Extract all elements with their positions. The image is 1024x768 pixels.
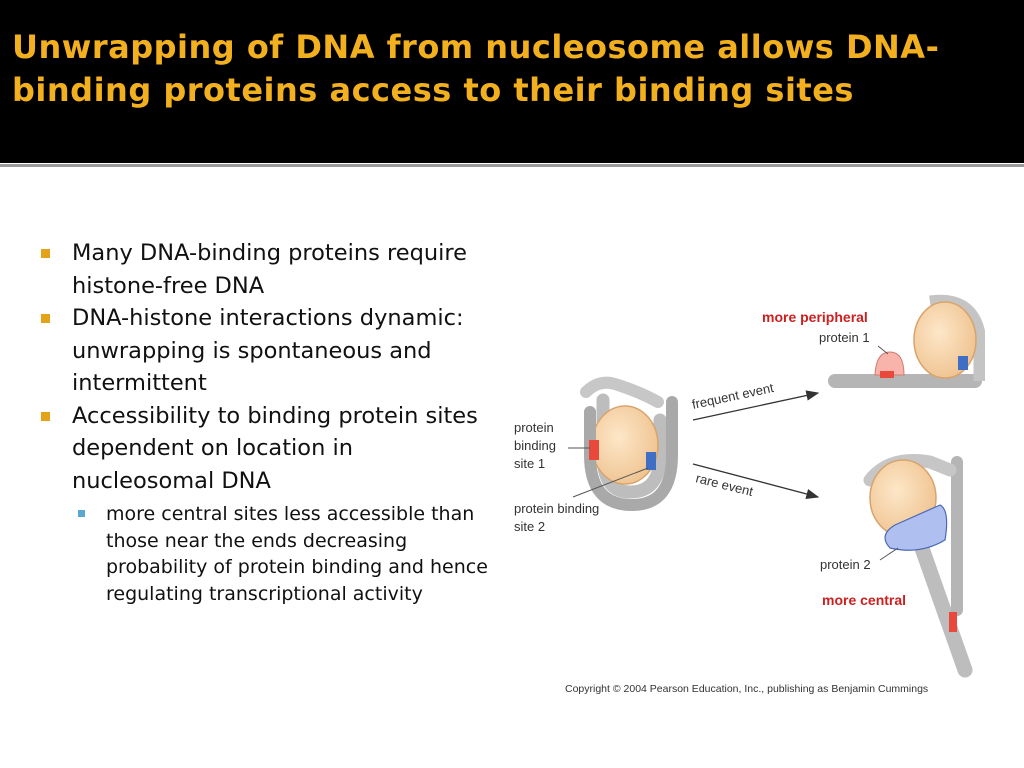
central-nucleosome <box>863 453 973 678</box>
sub-bullet-item: more central sites less accessible than … <box>76 501 500 607</box>
sub-bullet-marker-icon <box>78 510 85 517</box>
site1-label-line: site 1 <box>514 456 545 471</box>
sub-bullet-list: more central sites less accessible than … <box>76 501 500 607</box>
site1-label-line: binding <box>514 438 556 453</box>
slide-title: Unwrapping of DNA from nucleosome allows… <box>12 28 940 109</box>
bullet-marker-icon <box>41 249 50 258</box>
peripheral-nucleosome <box>828 294 985 388</box>
site2-label-line: site 2 <box>514 519 545 534</box>
protein-2-label: protein 2 <box>820 557 871 572</box>
bullet-marker-icon <box>41 314 50 323</box>
bullet-item: Accessibility to binding protein sites d… <box>38 400 500 498</box>
protein-1-label: protein 1 <box>819 330 870 345</box>
frequent-event-label: frequent event <box>691 380 776 412</box>
nucleosome-unwrapping-diagram: protein binding site 1 protein binding s… <box>514 294 985 695</box>
protein-2-shape <box>884 504 948 551</box>
binding-site-2-marker <box>646 452 656 470</box>
slide-content: Many DNA-binding proteins require histon… <box>38 237 500 607</box>
site2-label-line: protein binding <box>514 501 599 516</box>
more-peripheral-label: more peripheral <box>762 309 868 325</box>
more-central-label: more central <box>822 592 906 608</box>
rare-event-arrow <box>692 463 820 500</box>
bullet-item: Many DNA-binding proteins require histon… <box>38 237 500 302</box>
bullet-text: Accessibility to binding protein sites d… <box>72 402 478 494</box>
sub-bullet-text: more central sites less accessible than … <box>106 503 488 605</box>
rare-event-label: rare event <box>694 470 755 499</box>
frequent-event-arrow <box>692 390 820 421</box>
title-divider <box>0 164 1024 167</box>
binding-site-1-marker <box>589 440 599 460</box>
site1-label-line: protein <box>514 420 554 435</box>
bullet-marker-icon <box>41 411 50 421</box>
bullet-item: DNA-histone interactions dynamic: unwrap… <box>38 302 500 400</box>
bullet-text: DNA-histone interactions dynamic: unwrap… <box>72 305 464 396</box>
title-bar <box>0 0 1024 163</box>
protein-1-shape <box>874 351 905 376</box>
copyright-text: Copyright © 2004 Pearson Education, Inc.… <box>565 683 928 695</box>
bullet-text: Many DNA-binding proteins require histon… <box>72 240 467 299</box>
left-nucleosome <box>580 376 678 512</box>
